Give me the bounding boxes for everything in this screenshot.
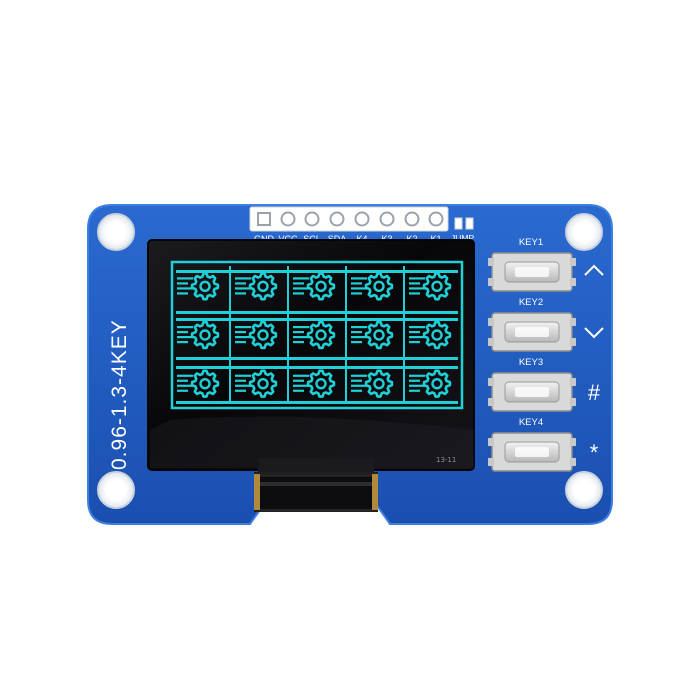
mounting-hole — [97, 213, 135, 251]
gear-icon — [190, 272, 220, 301]
gear-icon — [190, 369, 220, 398]
hash-icon: # — [588, 380, 601, 405]
jump-label: JUMP — [451, 233, 474, 243]
header-pin — [354, 211, 370, 227]
gear-icon — [190, 320, 220, 350]
chevron-up-icon — [584, 264, 604, 276]
header-pin-square — [257, 212, 271, 226]
key-label: KEY1 — [519, 237, 543, 248]
tactile-key-2[interactable]: KEY2 — [488, 297, 604, 352]
oled-display-content — [176, 266, 458, 404]
gear-icon — [306, 320, 336, 350]
tactile-key-1[interactable]: KEY1 — [488, 237, 604, 292]
key-label: KEY4 — [519, 417, 543, 428]
gear-icon — [306, 369, 336, 398]
header-pin — [304, 211, 320, 227]
header-pin — [404, 211, 420, 227]
mounting-hole — [97, 471, 135, 509]
gear-icon — [306, 272, 336, 301]
mounting-hole — [565, 471, 603, 509]
jump-pads: JUMP — [451, 217, 474, 243]
gear-icon — [248, 272, 278, 301]
header-pin — [329, 211, 345, 227]
gear-icon — [364, 320, 394, 350]
gear-icon — [422, 320, 452, 350]
mounting-hole — [565, 213, 603, 251]
header-pin — [379, 211, 395, 227]
chevron-down-icon — [584, 327, 604, 339]
gear-icon — [422, 272, 452, 301]
tactile-key-4[interactable]: KEY4 * — [488, 417, 599, 472]
gear-icon — [422, 369, 452, 398]
key-label: KEY2 — [519, 297, 543, 308]
oled-active-area — [170, 260, 464, 410]
key-label: KEY3 — [519, 357, 543, 368]
svg-text:*: * — [590, 440, 599, 465]
gear-icon — [364, 369, 394, 398]
gear-icon — [248, 369, 278, 398]
board-side-label: 0.96-1.3-4KEY — [108, 319, 131, 470]
tactile-key-3[interactable]: KEY3 # — [488, 357, 601, 412]
panel-code: 13-11 — [436, 456, 456, 464]
header-pin — [428, 211, 444, 227]
gear-icon — [364, 272, 394, 301]
svg-text:#: # — [588, 380, 601, 405]
gear-icon — [248, 320, 278, 350]
asterisk-icon: * — [590, 440, 599, 465]
header-pin — [280, 211, 296, 227]
oled-panel: 13-11 — [147, 239, 475, 471]
flex-cable — [254, 458, 378, 512]
mounting-holes — [97, 213, 603, 509]
